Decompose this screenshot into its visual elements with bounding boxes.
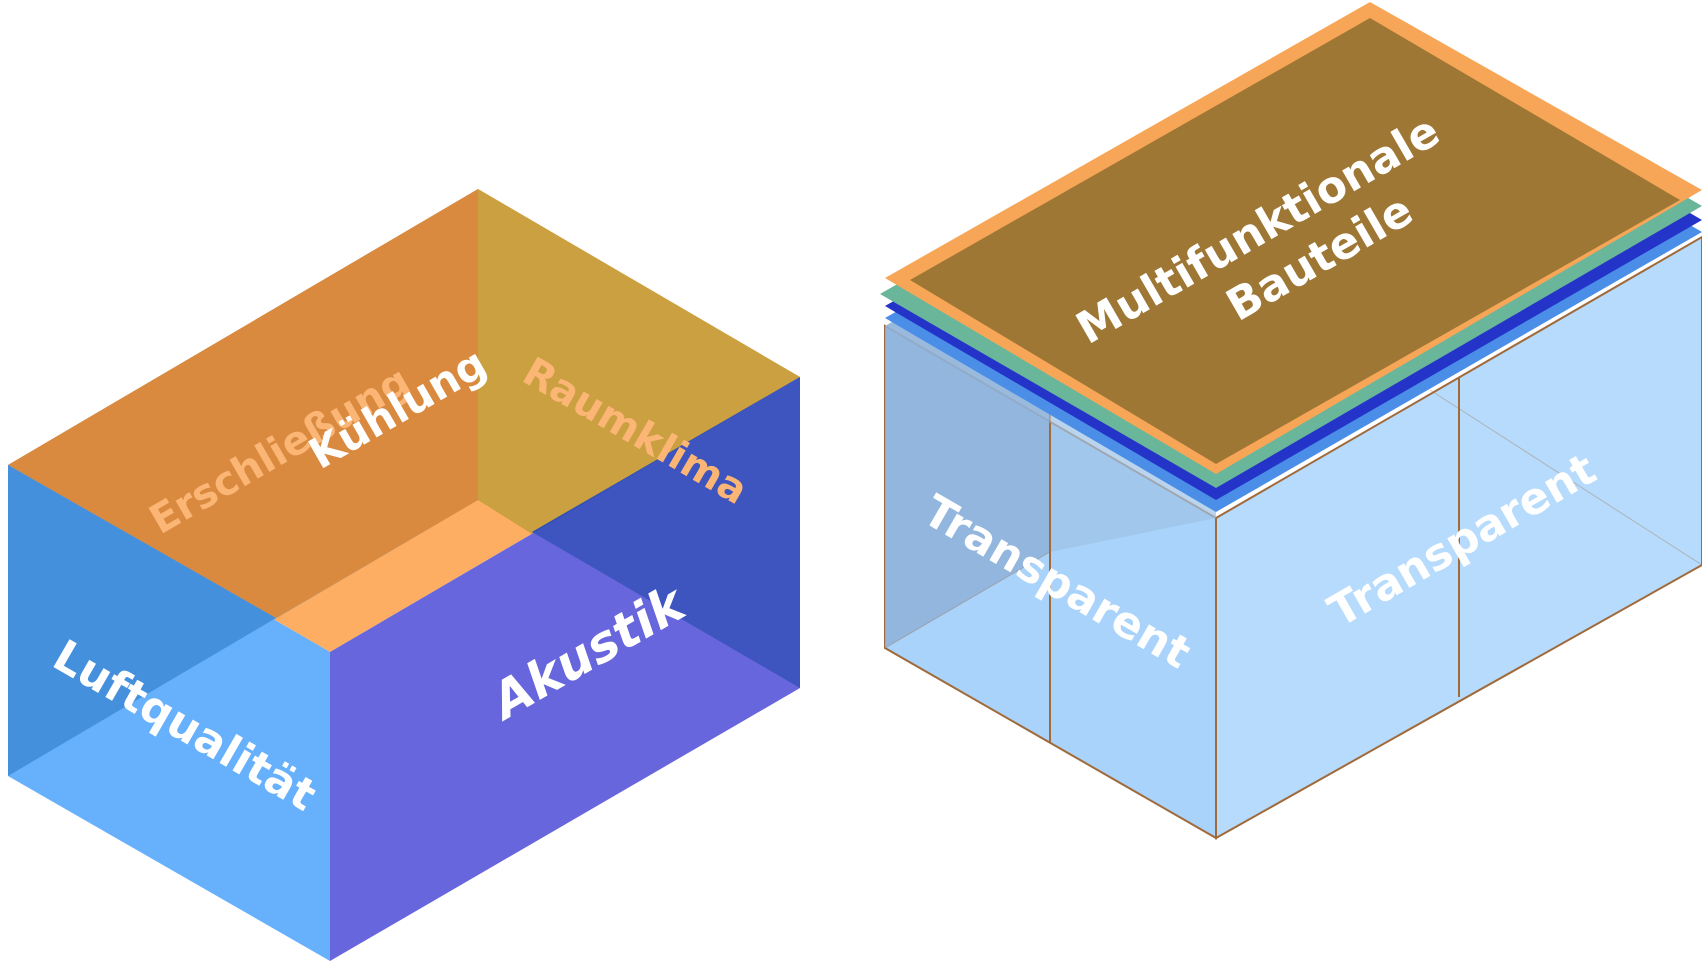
left-box-left-face-shade: [8, 465, 276, 776]
right-box: Multifunktionale Bauteile Transparent Tr…: [880, 2, 1702, 840]
right-box-inner-edge-2: [884, 551, 1051, 649]
left-box-top-orange: [8, 189, 478, 618]
left-box: Erschließung Kühlung Raumklima Luftquali…: [8, 189, 800, 961]
left-box-top-gold: [478, 189, 800, 534]
right-box-inner-edge-3: [1429, 389, 1702, 566]
plate-roof: [910, 18, 1680, 464]
left-box-front-face-overlap: [532, 377, 800, 688]
